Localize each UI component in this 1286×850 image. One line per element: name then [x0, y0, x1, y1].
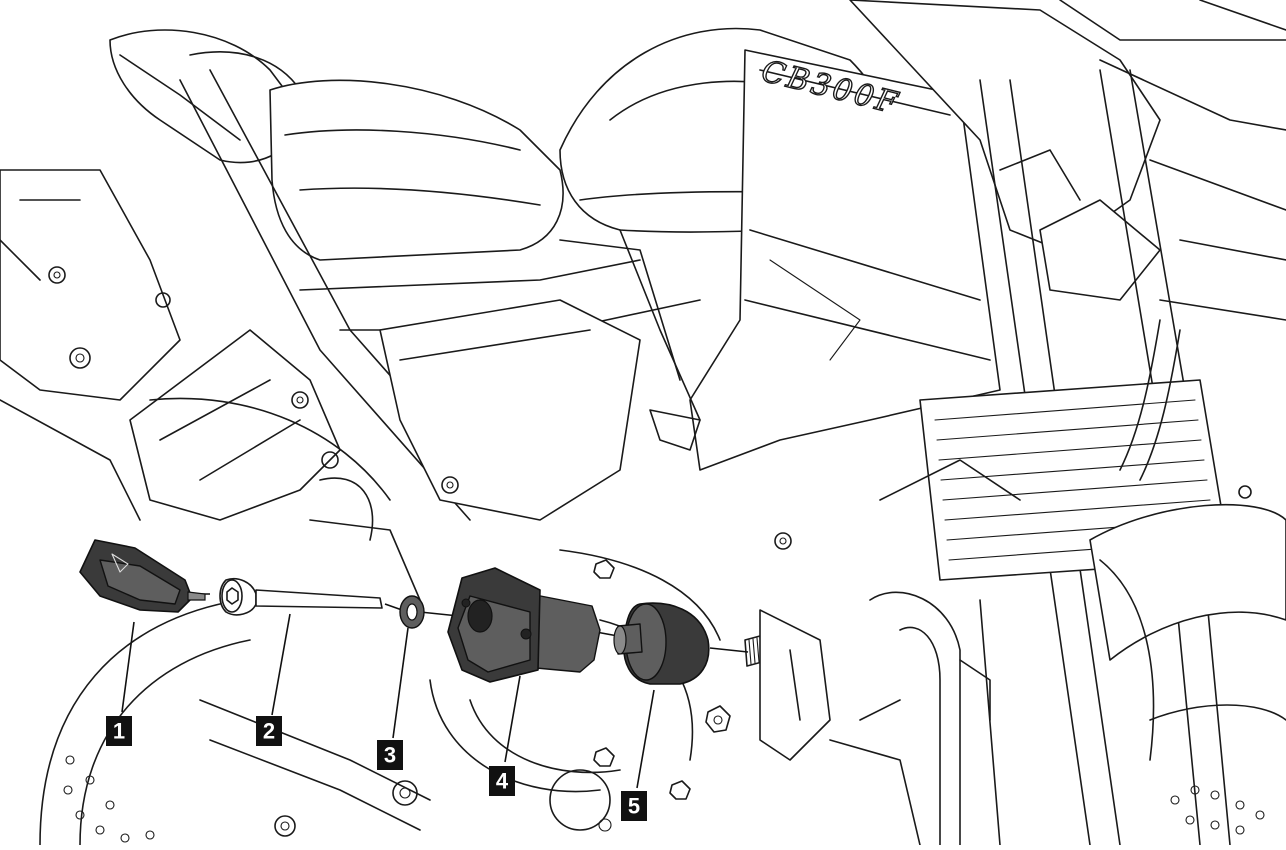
- front-brake-disc: [1170, 785, 1265, 835]
- callout-badge-4: 4: [489, 766, 515, 796]
- part-1-slider-cap: [79, 539, 206, 613]
- part-4-slider-body: [447, 567, 601, 683]
- callout-leaders: [121, 613, 655, 789]
- part-2-bolt: [219, 578, 383, 616]
- callout-number-2: 2: [263, 719, 275, 744]
- callout-badge-3: 3: [377, 740, 403, 770]
- part-5-spacer: [613, 602, 710, 685]
- rear-brake-disc: [63, 755, 155, 843]
- footrest-bracket: [129, 329, 341, 521]
- callout-number-5: 5: [628, 794, 640, 819]
- callout-number-3: 3: [384, 743, 396, 768]
- callout-badge-2: 2: [256, 716, 282, 746]
- callout-number-4: 4: [496, 769, 509, 794]
- callout-number-1: 1: [113, 719, 125, 744]
- main-seat: [269, 79, 564, 261]
- callout-badge-1: 1: [106, 716, 132, 746]
- side-shroud: [689, 49, 1001, 471]
- callout-badge-5: 5: [621, 791, 647, 821]
- part-3-washer: [399, 595, 425, 629]
